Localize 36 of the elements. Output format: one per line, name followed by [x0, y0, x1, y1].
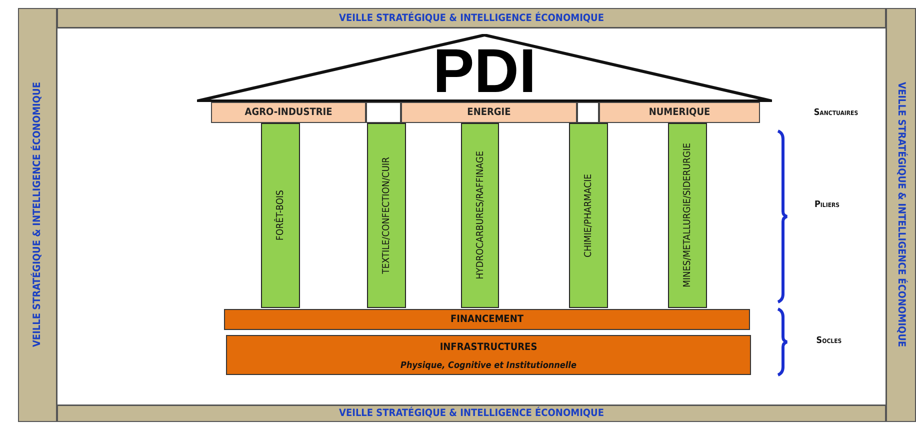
pillar-column [569, 123, 608, 308]
sanctuary-label: ENERGIE [467, 107, 511, 118]
banner-band [886, 8, 916, 422]
sanctuary-beam [599, 102, 760, 123]
band-title: VEILLE STRATÉGIQUE & INTELLIGENCE ÉCONOMIQUE [32, 82, 43, 348]
tier-label: Piliers [814, 200, 840, 210]
foundation-slab [224, 309, 750, 330]
pillar-label: TEXTILE/CONFECTION/CUIR [381, 157, 392, 274]
banner-band [57, 405, 886, 422]
sanctuary-beam [211, 102, 366, 123]
pillar-column [261, 123, 300, 308]
sanctuary-label: AGRO-INDUSTRIE [244, 107, 332, 118]
band-title: VEILLE STRATÉGIQUE & INTELLIGENCE ÉCONOMIQUE [338, 12, 604, 24]
spacer-block [366, 102, 401, 123]
sanctuary-beam [401, 102, 577, 123]
sanctuary-label: NUMERIQUE [648, 107, 710, 118]
pillar-column [668, 123, 707, 308]
pillar-label: HYDROCARBURES/RAFFINAGE [474, 151, 486, 280]
band-title: VEILLE STRATÉGIQUE & INTELLIGENCE ÉCONOMIQUE [896, 82, 906, 348]
pillar-column [461, 123, 499, 308]
spacer-block [577, 102, 599, 123]
pillar-label: MINES/METALLURGIE/SIDERURGIE [682, 143, 693, 288]
slab-subtitle: Physique, Cognitive et Institutionnelle [400, 360, 576, 370]
slab-title: FINANCEMENT [450, 314, 524, 325]
roof-pediment [197, 34, 772, 102]
roof-title: PDI [432, 41, 536, 103]
pillar-column [367, 123, 406, 308]
tier-label: Sanctuaires [814, 108, 858, 118]
foundation-slab [226, 335, 751, 375]
pillar-label: FORÊT-BOIS [275, 190, 286, 241]
banner-band [18, 8, 57, 422]
slab-title: INFRASTRUCTURES [440, 342, 538, 352]
tier-label: Socles [816, 336, 842, 346]
pillar-label: CHIMIE/PHARMACIE [583, 174, 594, 258]
banner-band [57, 8, 886, 28]
band-title: VEILLE STRATÉGIQUE & INTELLIGENCE ÉCONOMIQUE [338, 408, 604, 419]
